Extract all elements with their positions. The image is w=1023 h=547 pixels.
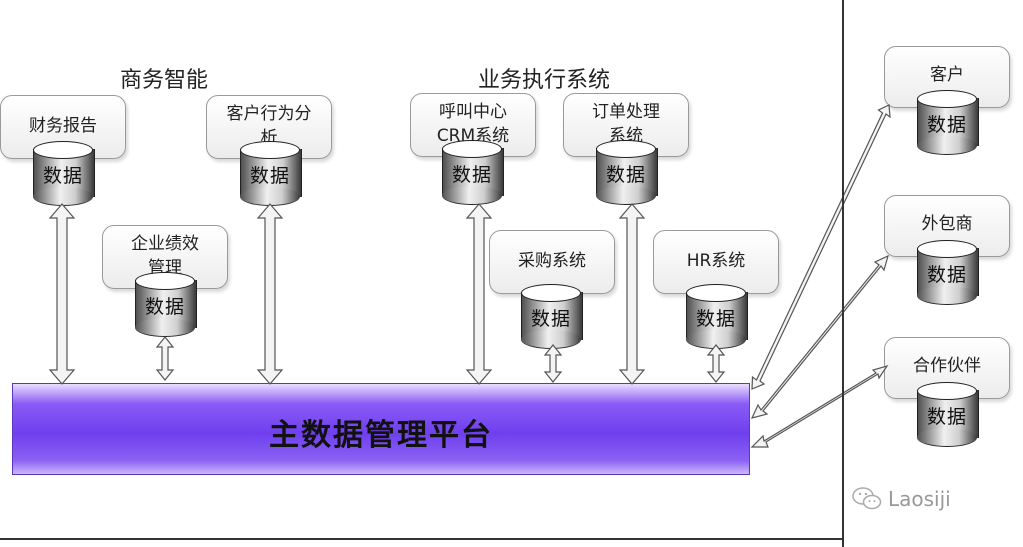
external-label: 客户 bbox=[930, 65, 964, 85]
watermark: Laosiji bbox=[852, 484, 951, 514]
system-label: 财务报告 bbox=[29, 116, 97, 136]
watermark-text: Laosiji bbox=[888, 487, 951, 511]
diagonal-double-arrow bbox=[750, 364, 889, 448]
double-arrow bbox=[706, 344, 726, 383]
bottom-rule bbox=[0, 538, 842, 540]
system-label: HR系统 bbox=[686, 251, 746, 271]
database-label: 数据 bbox=[42, 165, 83, 187]
section-title-business-execution: 业务执行系统 bbox=[478, 68, 611, 93]
section-title-business-intelligence: 商务智能 bbox=[120, 68, 209, 93]
database-label: 数据 bbox=[249, 165, 290, 187]
database-label: 数据 bbox=[695, 308, 736, 330]
database-icon: 数据 bbox=[135, 272, 197, 337]
external-label: 外包商 bbox=[921, 214, 973, 234]
database-icon: 数据 bbox=[917, 90, 979, 155]
database-label: 数据 bbox=[926, 264, 967, 286]
platform-label: 主数据管理平台 bbox=[269, 418, 493, 453]
double-arrow bbox=[155, 336, 175, 381]
database-label: 数据 bbox=[451, 164, 492, 186]
database-icon: 数据 bbox=[917, 382, 979, 447]
wechat-icon bbox=[852, 487, 882, 510]
database-label: 数据 bbox=[530, 308, 571, 330]
database-icon: 数据 bbox=[686, 284, 748, 349]
diagonal-double-arrow bbox=[750, 254, 889, 419]
double-arrow bbox=[465, 203, 493, 385]
database-label: 数据 bbox=[926, 114, 967, 136]
double-arrow bbox=[618, 203, 646, 385]
external-box-customer: 客户 bbox=[884, 46, 1010, 108]
database-label: 数据 bbox=[605, 164, 646, 186]
database-icon: 数据 bbox=[521, 284, 583, 349]
double-arrow bbox=[48, 203, 76, 385]
database-icon: 数据 bbox=[596, 140, 658, 205]
double-arrow bbox=[543, 344, 563, 383]
double-arrow bbox=[256, 203, 284, 385]
master-data-platform: 主数据管理平台 bbox=[12, 383, 750, 475]
database-icon: 数据 bbox=[442, 140, 504, 205]
database-label: 数据 bbox=[926, 406, 967, 428]
database-icon: 数据 bbox=[240, 141, 302, 206]
database-label: 数据 bbox=[144, 296, 185, 318]
section-divider bbox=[842, 0, 844, 547]
database-icon: 数据 bbox=[917, 240, 979, 305]
system-label: 采购系统 bbox=[518, 251, 586, 271]
external-label: 合作伙伴 bbox=[913, 356, 981, 376]
diagonal-double-arrow bbox=[751, 104, 891, 390]
